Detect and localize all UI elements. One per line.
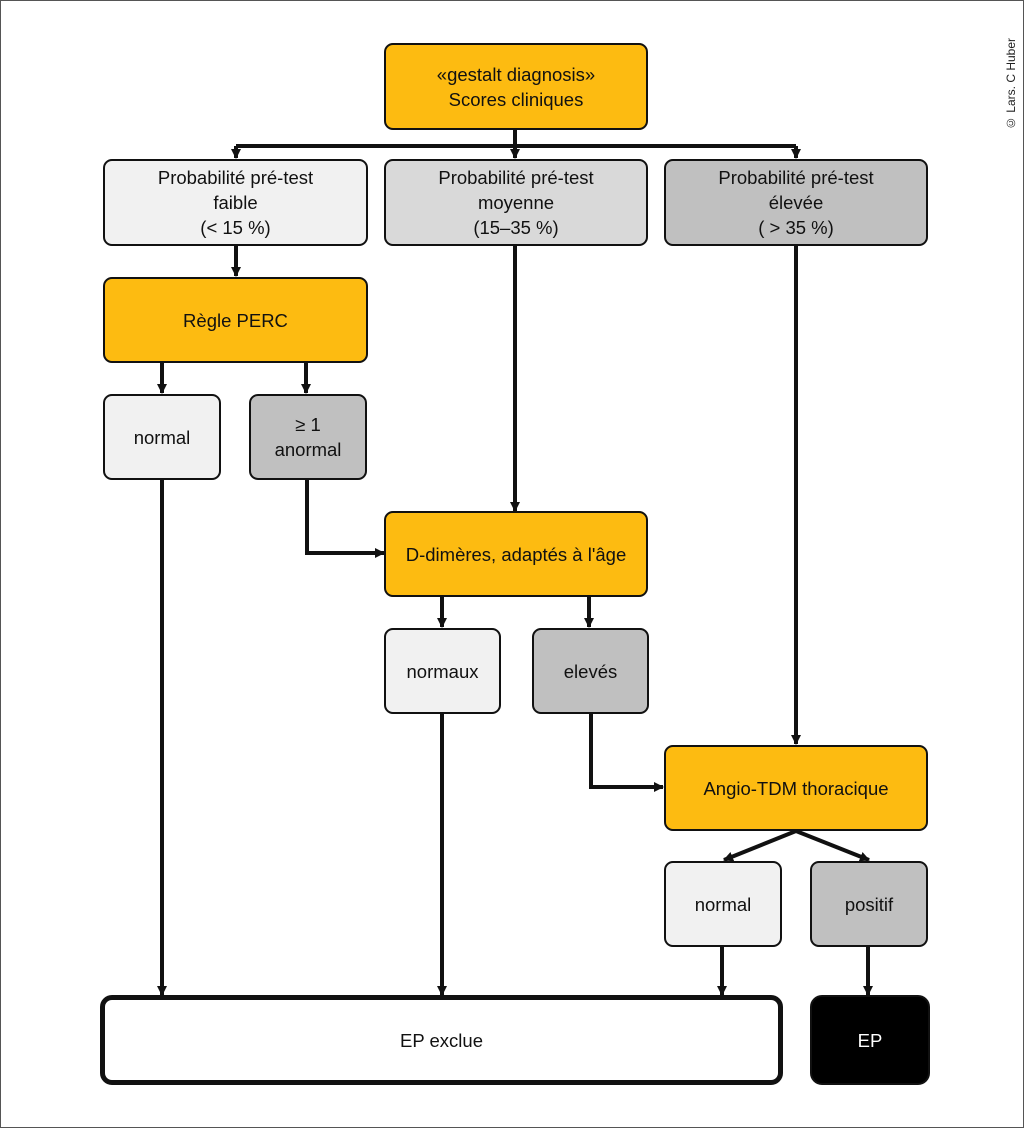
node-ddimer-elevated: elevés (532, 628, 649, 714)
node-ddimer: D-dimères, adaptés à l'âge (384, 511, 648, 597)
arrow-ct-to-normal (723, 829, 797, 862)
node-text-line: positif (844, 893, 894, 915)
node-high-probability: Probabilité pré-test élevée ( > 35 %) (664, 159, 928, 246)
node-text-line: D-dimères, adaptés à l'âge (405, 543, 627, 565)
node-text-line: Scores cliniques (448, 88, 584, 110)
node-medium-probability: Probabilité pré-test moyenne (15–35 %) (384, 159, 648, 246)
arrow-dd-high-to-ct (589, 714, 664, 792)
node-text-line: anormal (274, 439, 342, 460)
node-low-probability: Probabilité pré-test faible (< 15 %) (103, 159, 368, 246)
node-text-line: ≥ 1 (295, 414, 321, 435)
node-text-line: Probabilité pré-test (718, 167, 874, 188)
arrow-perc-abnormal-to-ddimer (305, 480, 385, 558)
node-pe-excluded: EP exclue (100, 995, 783, 1085)
arrow-ct-to-positive (795, 829, 870, 862)
node-perc-normal: normal (103, 394, 221, 480)
node-text-line: Règle PERC (183, 309, 288, 331)
node-text-line: «gestalt diagnosis» (436, 63, 596, 85)
node-text-line: elevés (563, 660, 618, 682)
node-text-line: EP exclue (400, 1029, 483, 1051)
node-text-line: normal (133, 426, 191, 448)
node-perc-rule: Règle PERC (103, 277, 368, 363)
node-text-line: (< 15 %) (200, 217, 271, 238)
node-text-line: Probabilité pré-test (157, 167, 314, 188)
node-ct-positive: positif (810, 861, 928, 947)
node-perc-abnormal: ≥ 1 anormal (249, 394, 367, 480)
node-text-line: élevée (768, 192, 824, 213)
node-ct-normal: normal (664, 861, 782, 947)
node-text-line: ( > 35 %) (758, 217, 834, 238)
node-text-line: faible (213, 192, 258, 213)
node-ct-angiography: Angio-TDM thoracique (664, 745, 928, 831)
node-text-line: EP (857, 1029, 883, 1051)
node-text-line: (15–35 %) (473, 217, 559, 238)
copyright-notice: © Lars. C Huber (1004, 38, 1018, 131)
node-text-line: normaux (406, 660, 479, 682)
node-pe: EP (810, 995, 930, 1085)
node-text-line: Angio-TDM thoracique (703, 777, 889, 799)
node-gestalt-clinical-scores: «gestalt diagnosis» Scores cliniques (384, 43, 648, 130)
node-ddimer-normal: normaux (384, 628, 501, 714)
node-text-line: moyenne (477, 192, 555, 213)
node-text-line: Probabilité pré-test (438, 167, 594, 188)
node-text-line: normal (694, 893, 752, 915)
